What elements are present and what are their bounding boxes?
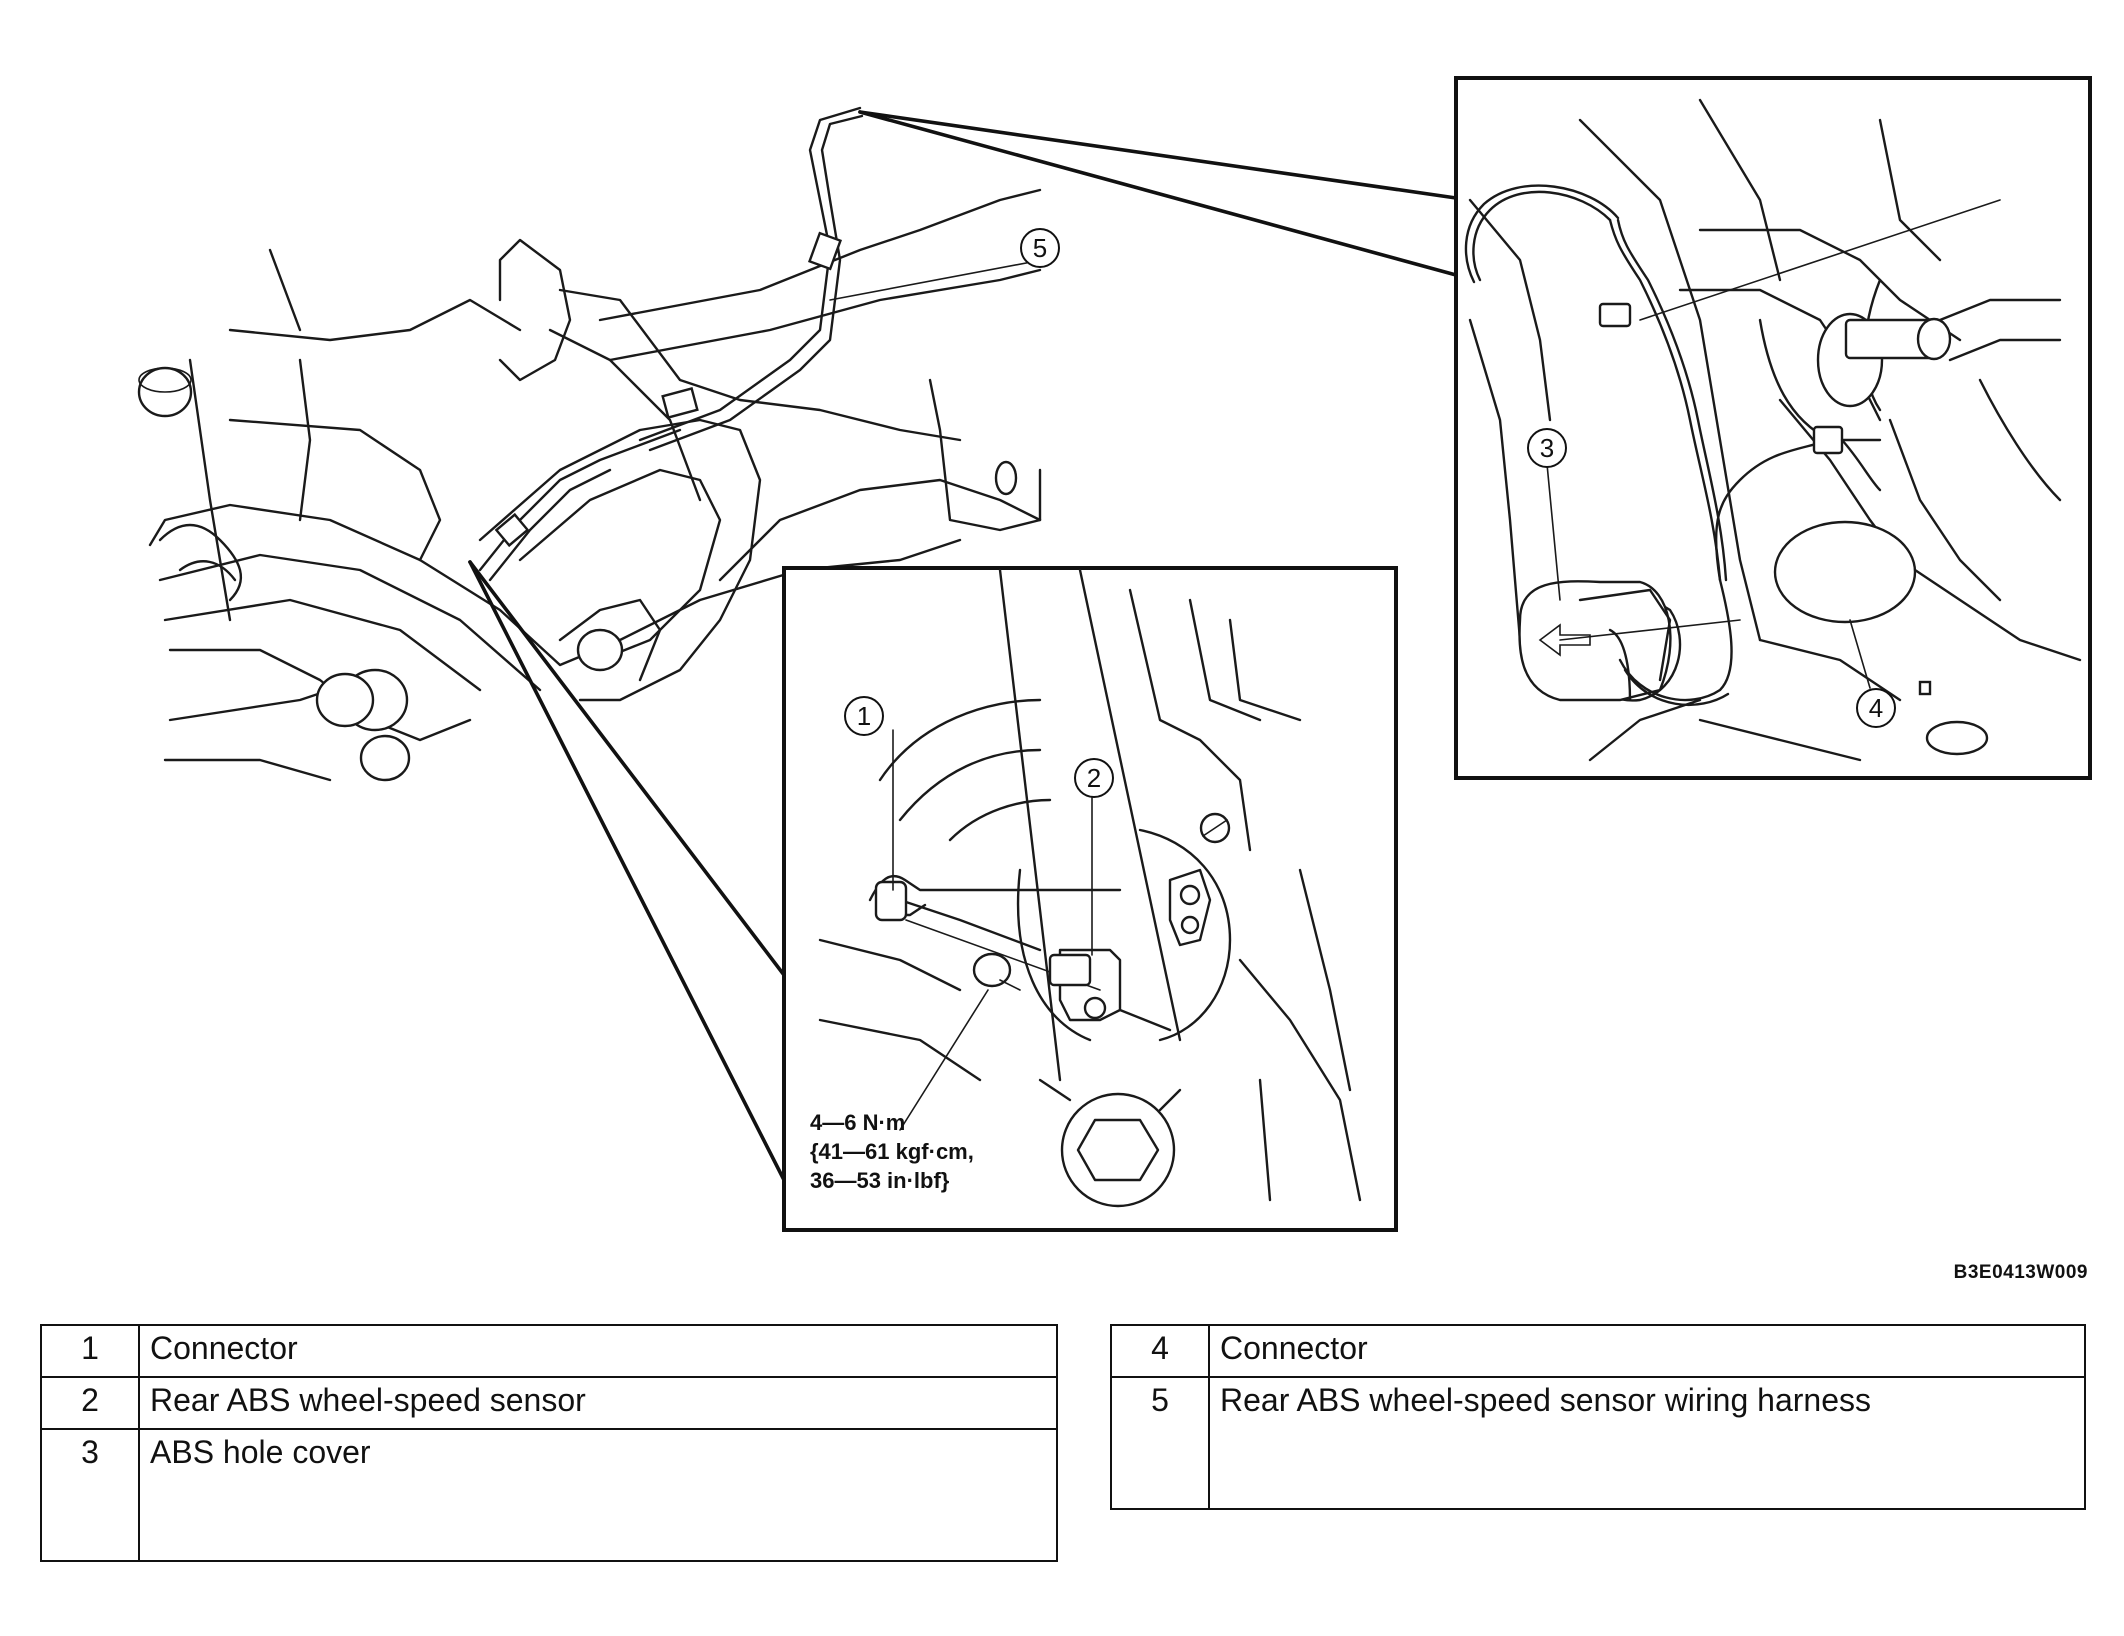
- callout-3: 3: [1527, 428, 1567, 468]
- legend-number: 2: [40, 1376, 140, 1430]
- callout-1: 1: [844, 696, 884, 736]
- torque-line-2: {41—61 kgf·cm,: [810, 1139, 974, 1164]
- legend-label: Connector: [1208, 1324, 2086, 1378]
- callout-2: 2: [1074, 758, 1114, 798]
- torque-line-1: 4—6 N·m: [810, 1110, 906, 1135]
- legend-label: ABS hole cover: [138, 1428, 1058, 1562]
- legend-row: 3 ABS hole cover: [40, 1428, 1058, 1562]
- legend-row: 5 Rear ABS wheel-speed sensor wiring har…: [1110, 1376, 2086, 1510]
- legend-label: Rear ABS wheel-speed sensor wiring harne…: [1208, 1376, 2086, 1510]
- legend-table-right: 4 Connector 5 Rear ABS wheel-speed senso…: [1110, 1324, 2086, 1510]
- rear-suspension-drawing: [137, 106, 1458, 1182]
- legend-label: Rear ABS wheel-speed sensor: [138, 1376, 1058, 1430]
- torque-line-3: 36—53 in·lbf}: [810, 1168, 950, 1193]
- torque-spec: 4—6 N·m {41—61 kgf·cm, 36—53 in·lbf}: [810, 1108, 974, 1195]
- legend-row: 1 Connector: [40, 1324, 1058, 1378]
- legend-number: 3: [40, 1428, 140, 1562]
- callout-5: 5: [1020, 228, 1060, 268]
- legend-table-left: 1 Connector 2 Rear ABS wheel-speed senso…: [40, 1324, 1058, 1562]
- legend-label: Connector: [138, 1324, 1058, 1378]
- legend-row: 4 Connector: [1110, 1324, 2086, 1378]
- legend-number: 4: [1110, 1324, 1210, 1378]
- sensor-detail-inset: [782, 566, 1398, 1232]
- figure-code: B3E0413W009: [1953, 1262, 2088, 1283]
- legend-number: 1: [40, 1324, 140, 1378]
- hole-cover-detail-inset: [1454, 76, 2092, 780]
- legend-row: 2 Rear ABS wheel-speed sensor: [40, 1376, 1058, 1430]
- legend-number: 5: [1110, 1376, 1210, 1510]
- suspension-illustration: [137, 76, 2092, 1232]
- callout-4: 4: [1856, 688, 1896, 728]
